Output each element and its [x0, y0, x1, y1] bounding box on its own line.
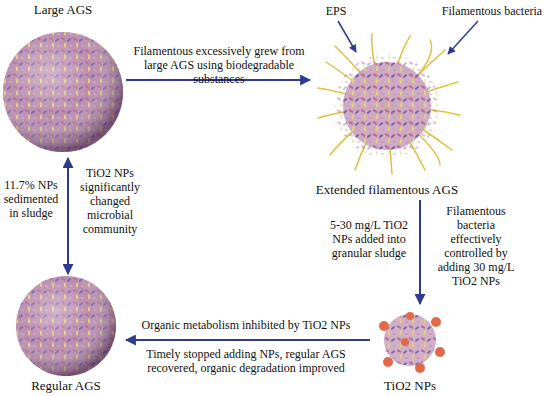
- edge-label: Filamentous bacteria effectively control…: [432, 204, 520, 288]
- flow-arrow: [126, 339, 370, 341]
- nanoparticle-cluster: [431, 317, 441, 327]
- nanoparticle-cluster: [435, 347, 445, 357]
- leader-arrow: [448, 21, 478, 54]
- node-label: Extended filamentous AGS: [316, 182, 458, 198]
- filamentous-granule: [335, 54, 439, 158]
- node-label: Regular AGS: [31, 378, 101, 394]
- nanoparticle-cluster: [384, 314, 436, 366]
- flow-arrow: [67, 158, 69, 274]
- large-granule: [3, 32, 123, 152]
- nanoparticle-cluster: [415, 363, 425, 373]
- filamentous-granule: [335, 54, 439, 158]
- edge-label: Filamentous excessively grew from large …: [126, 44, 312, 86]
- regular-granule: [16, 276, 116, 376]
- regular-granule: [16, 276, 116, 376]
- nanoparticle-cluster: [401, 338, 409, 346]
- leader-arrow: [338, 21, 478, 54]
- flow-arrow: [419, 200, 421, 304]
- nanoparticle-cluster: [406, 312, 414, 320]
- node-label: TiO2 NPs: [384, 378, 436, 394]
- node-label: Large AGS: [34, 2, 93, 18]
- granule-node: Extended filamentous AGS: [312, 36, 462, 198]
- edge-label: Organic metabolism inhibited by TiO2 NPs: [126, 318, 366, 332]
- annotation-text: EPS: [316, 4, 356, 18]
- edge-label: TiO2 NPs significantly changed microbial…: [76, 166, 144, 236]
- granule-node: Large AGS: [2, 2, 124, 156]
- annotation-text: 5-30 mg/L TiO2 NPs added into granular s…: [326, 218, 412, 260]
- annotation-text: 11.7% NPs sedimented in sludge: [2, 178, 60, 220]
- nanoparticle-cluster: [383, 357, 393, 367]
- nanoparticle-cluster: [379, 312, 445, 373]
- regular-granule: [16, 276, 116, 376]
- annotation-text: Filamentous bacteria: [436, 4, 548, 18]
- filaments: [318, 34, 460, 174]
- large-granule: [3, 32, 123, 152]
- large-granule: [3, 32, 123, 152]
- regular-granule: [16, 276, 116, 376]
- large-granule: [3, 32, 123, 152]
- annotation-text: Timely stopped adding NPs, regular AGS r…: [126, 347, 366, 375]
- nanoparticle-cluster: [379, 321, 389, 331]
- nanoparticle-cluster: [384, 314, 436, 366]
- leader-arrow: [338, 21, 356, 52]
- granule-node: TiO2 NPs: [372, 306, 448, 394]
- granule-node: Regular AGS: [8, 276, 124, 394]
